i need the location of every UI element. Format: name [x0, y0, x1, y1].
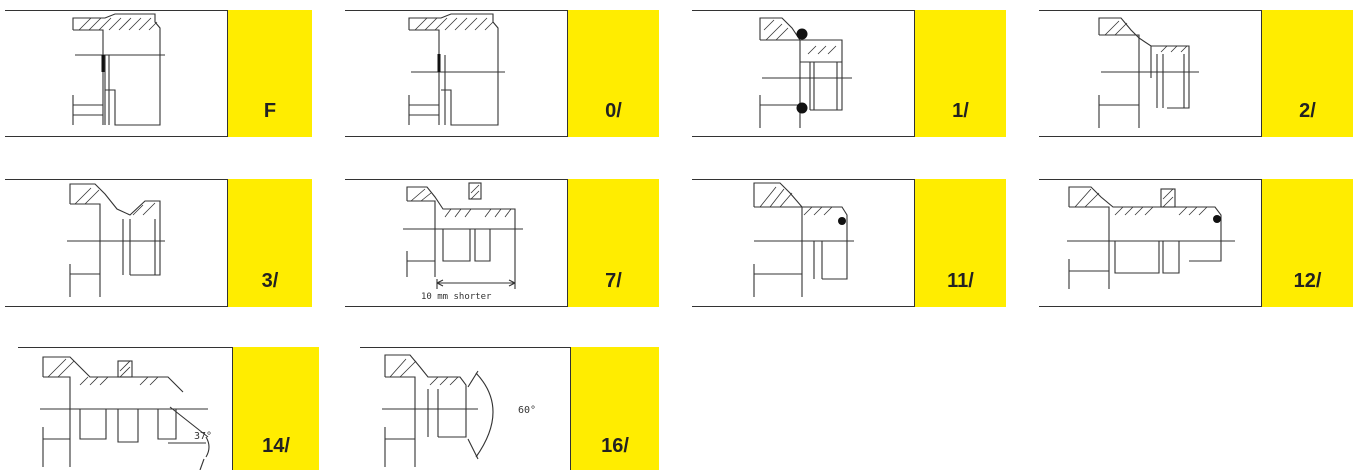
code-box: 3/	[227, 179, 312, 307]
variant-code: 0/	[605, 100, 622, 122]
variant-card-0: 0/	[345, 10, 659, 137]
code-box: 14/	[232, 347, 319, 470]
variant-card-1: 1/	[692, 10, 1006, 137]
nut-icon	[117, 360, 133, 378]
code-box: 11/	[914, 179, 1006, 307]
variant-card-11: 11/	[692, 179, 1006, 307]
code-box: 2/	[1261, 10, 1353, 137]
variant-code: 16/	[601, 435, 629, 457]
nut-icon	[1160, 188, 1176, 208]
variant-card-16: 60° 16/	[360, 347, 659, 470]
stud-with-nut-shortened-icon: 10 mm shorter	[403, 182, 523, 302]
stepped-stud-icon	[1098, 17, 1199, 128]
plain-stud-thread-icon	[408, 13, 505, 126]
plain-stud-thread-icon	[72, 13, 165, 126]
variant-card-3: 3/	[5, 179, 312, 307]
variant-code: 12/	[1293, 270, 1322, 292]
o-ring-icon	[796, 28, 808, 40]
angle-annotation: 60°	[518, 405, 536, 416]
code-box: F	[227, 10, 312, 137]
variant-code: 11/	[947, 270, 974, 292]
stud-37-degree-flare-icon: 37°	[40, 356, 212, 470]
variant-code: 7/	[605, 270, 622, 292]
variant-card-f: F	[5, 10, 312, 137]
code-box: 12/	[1261, 179, 1353, 307]
seal-ring-icon	[838, 217, 846, 225]
code-box: 16/	[570, 347, 659, 470]
o-ring-stud-icon	[759, 17, 852, 128]
variant-card-12: 12/	[1039, 179, 1353, 307]
code-box: 1/	[914, 10, 1006, 137]
variant-code: 14/	[262, 435, 290, 457]
variant-code: 1/	[952, 100, 969, 122]
variant-card-7: 10 mm shorter 7/	[345, 179, 659, 307]
nut-icon	[468, 182, 482, 200]
variant-code: 3/	[261, 270, 279, 292]
cone-stud-icon	[67, 183, 165, 297]
stud-60-degree-cone-icon: 60°	[382, 354, 536, 467]
variant-card-14: 37° 14/	[18, 347, 319, 470]
long-stud-with-nut-and-seal-icon	[1067, 186, 1235, 289]
code-box: 0/	[567, 10, 659, 137]
seal-ring-icon	[1213, 215, 1221, 223]
stud-with-seal-ring-icon	[753, 182, 854, 297]
angle-annotation: 37°	[194, 431, 212, 442]
variant-code: F	[263, 100, 277, 122]
variant-code: 2/	[1299, 100, 1316, 122]
variant-card-2: 2/	[1039, 10, 1353, 137]
code-box: 7/	[567, 179, 659, 307]
dimension-annotation: 10 mm shorter	[421, 292, 492, 302]
